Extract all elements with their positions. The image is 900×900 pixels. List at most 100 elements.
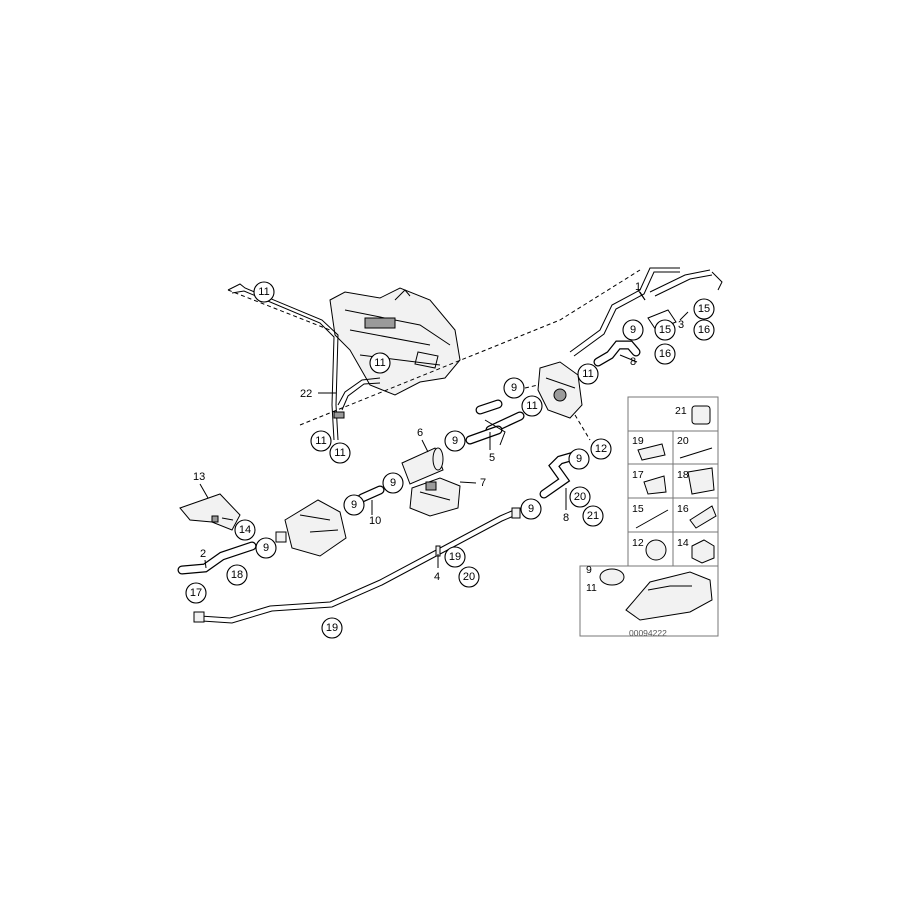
hose-8-lower xyxy=(539,451,579,499)
callout-11-e: 11 xyxy=(577,363,599,385)
callout-14: 14 xyxy=(234,519,256,541)
svg-text:16: 16 xyxy=(698,324,710,336)
svg-text:12: 12 xyxy=(595,443,607,455)
svg-text:11: 11 xyxy=(334,447,345,459)
svg-text:22: 22 xyxy=(300,388,312,400)
callout-9-a: 9 xyxy=(622,319,644,341)
legend-cell-15 xyxy=(627,497,674,533)
svg-text:21: 21 xyxy=(675,405,687,417)
svg-text:9: 9 xyxy=(586,564,592,576)
svg-text:18: 18 xyxy=(231,569,243,581)
svg-text:11: 11 xyxy=(582,368,593,380)
callout-11-f: 11 xyxy=(521,395,543,417)
callout-9-b: 9 xyxy=(503,377,525,399)
callout-9-g: 9 xyxy=(568,448,590,470)
callout-18: 18 xyxy=(226,564,248,586)
callout-8-b: 8 xyxy=(563,512,569,524)
svg-text:19: 19 xyxy=(326,622,338,634)
svg-text:11: 11 xyxy=(586,582,597,594)
svg-text:2: 2 xyxy=(200,548,206,560)
callout-9-d: 9 xyxy=(255,537,277,559)
vehicle-icon xyxy=(625,571,713,621)
svg-text:11: 11 xyxy=(374,357,385,369)
svg-text:11: 11 xyxy=(315,435,326,447)
svg-text:11: 11 xyxy=(258,286,269,298)
callout-20-b: 20 xyxy=(458,566,480,588)
svg-text:19: 19 xyxy=(449,551,461,563)
callout-13: 13 xyxy=(193,471,205,483)
svg-text:20: 20 xyxy=(463,571,475,583)
tank-assembly xyxy=(329,287,461,396)
callout-19-b: 19 xyxy=(321,617,343,639)
svg-text:15: 15 xyxy=(632,503,644,515)
reference-number: 00094222 xyxy=(629,628,667,638)
fuel-lines-upper-left xyxy=(227,283,381,441)
svg-text:20: 20 xyxy=(677,435,689,447)
callout-11-b: 11 xyxy=(369,352,391,374)
callout-9-c: 9 xyxy=(444,430,466,452)
leader-lines xyxy=(199,291,646,569)
fuel-filter-bracket-upper xyxy=(537,361,583,419)
callout-7: 7 xyxy=(480,477,486,489)
svg-text:12: 12 xyxy=(632,537,644,549)
svg-text:8: 8 xyxy=(563,512,569,524)
callout-6: 6 xyxy=(417,427,423,439)
svg-text:18: 18 xyxy=(677,469,689,481)
svg-text:19: 19 xyxy=(632,435,644,447)
svg-text:9: 9 xyxy=(630,324,636,336)
svg-text:6: 6 xyxy=(417,427,423,439)
hose-10 xyxy=(357,485,385,503)
svg-text:21: 21 xyxy=(587,510,599,522)
svg-text:15: 15 xyxy=(698,303,710,315)
callout-21-a: 21 xyxy=(582,505,604,527)
svg-text:9: 9 xyxy=(351,499,357,511)
svg-text:3: 3 xyxy=(678,319,684,331)
callout-11-d: 11 xyxy=(329,442,351,464)
callout-2: 2 xyxy=(200,548,206,560)
svg-text:9: 9 xyxy=(390,477,396,489)
svg-text:11: 11 xyxy=(526,400,537,412)
svg-text:4: 4 xyxy=(434,571,440,583)
svg-text:8: 8 xyxy=(630,356,636,368)
callout-5: 5 xyxy=(489,452,495,464)
svg-text:13: 13 xyxy=(193,471,205,483)
callout-4: 4 xyxy=(434,571,440,583)
callout-22: 22 xyxy=(300,388,312,400)
callout-15-b: 15 xyxy=(654,319,676,341)
callout-17: 17 xyxy=(185,582,207,604)
callout-1: 1 xyxy=(635,281,641,293)
callout-16-a: 16 xyxy=(693,319,715,341)
svg-text:9: 9 xyxy=(263,542,269,554)
svg-text:16: 16 xyxy=(659,348,671,360)
svg-text:9: 9 xyxy=(511,382,517,394)
svg-text:14: 14 xyxy=(239,524,251,536)
svg-text:17: 17 xyxy=(190,587,202,599)
hose-2 xyxy=(177,541,257,575)
svg-text:5: 5 xyxy=(489,452,495,464)
hose-pair-middle xyxy=(465,399,525,446)
svg-text:7: 7 xyxy=(480,477,486,489)
svg-text:9: 9 xyxy=(452,435,458,447)
filter-cartridge xyxy=(401,447,444,485)
callout-11-c: 11 xyxy=(310,430,332,452)
svg-text:9: 9 xyxy=(528,503,534,515)
svg-text:17: 17 xyxy=(632,469,644,481)
callout-9-f: 9 xyxy=(382,472,404,494)
svg-text:16: 16 xyxy=(677,503,689,515)
callout-8-a: 8 xyxy=(630,356,636,368)
callout-3: 3 xyxy=(678,319,684,331)
callout-19-a: 19 xyxy=(444,546,466,568)
pressure-regulator xyxy=(409,477,461,517)
callout-11-a: 11 xyxy=(253,281,275,303)
legend-panel: 21 19 20 17 18 15 16 12 14 9 11 xyxy=(579,396,719,637)
svg-text:9: 9 xyxy=(576,453,582,465)
hose-upper-right xyxy=(593,340,641,367)
fuel-line-long xyxy=(193,507,521,624)
heat-shield-13 xyxy=(179,493,241,531)
callout-9-e: 9 xyxy=(343,494,365,516)
callout-10: 10 xyxy=(369,515,381,527)
svg-text:10: 10 xyxy=(369,515,381,527)
svg-text:15: 15 xyxy=(659,324,671,336)
callout-20-a: 20 xyxy=(569,486,591,508)
svg-text:14: 14 xyxy=(677,537,689,549)
